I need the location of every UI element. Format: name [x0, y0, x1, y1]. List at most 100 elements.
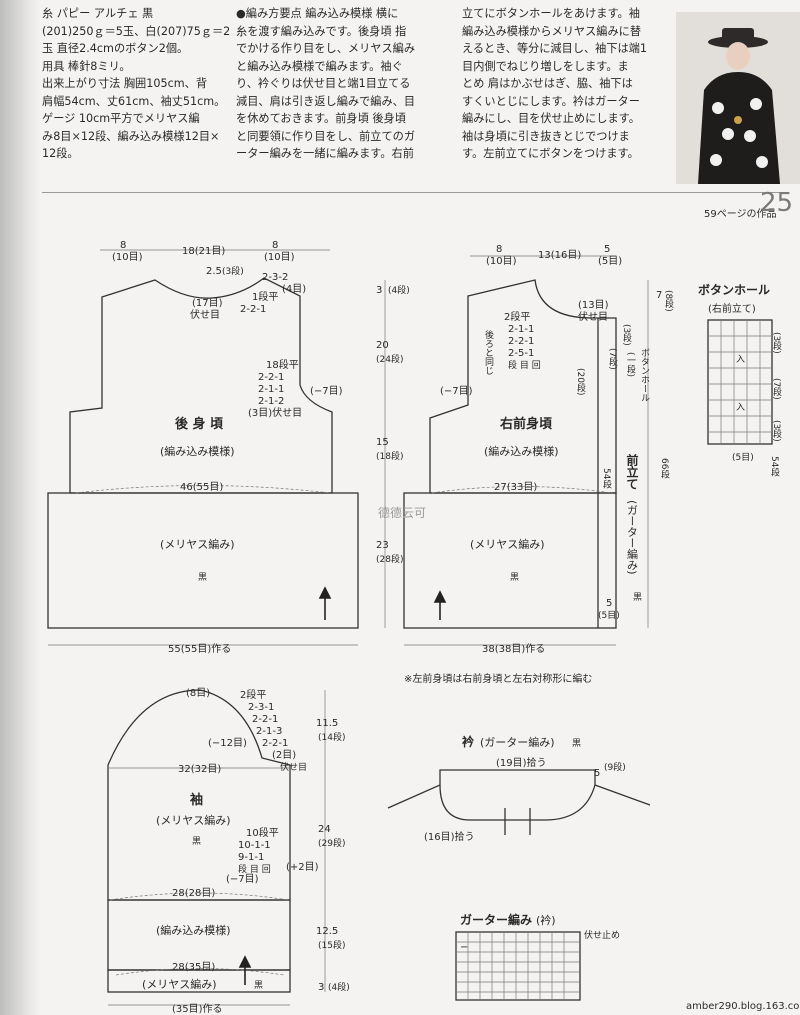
- materials-line: み8目×12段、編み込み模様12目×: [42, 129, 220, 143]
- front-top-right-st: (5目): [598, 256, 622, 267]
- front-bottom: 38(38目)作る: [482, 643, 545, 655]
- sleeve-dec: (−7目): [226, 874, 259, 885]
- back-top-left-st: (10目): [112, 252, 143, 263]
- sleeve-cap-a: 2段平: [240, 688, 266, 701]
- instructions-line: すくいとじにします。衿はガーター: [462, 94, 640, 108]
- front-neck-legend: 段 目 回: [508, 359, 541, 371]
- model-photo: [676, 12, 800, 184]
- front-title: 右前身頃: [499, 416, 553, 432]
- back-lower-stitch: (メリヤス編み): [160, 537, 235, 551]
- sleeve-h-cap-rows: (14段): [318, 731, 345, 743]
- front-bh-rows-mid: (20段): [575, 368, 586, 395]
- materials-line: 糸 パピー アルチェ 黒: [42, 7, 154, 20]
- back-bottom: 55(55目)作る: [168, 643, 231, 655]
- page-gutter: [0, 0, 40, 1015]
- sleeve-h-mid: 24: [318, 824, 331, 835]
- collar-left: (16目)拾う: [424, 830, 475, 843]
- front-neck-bind: (13目): [578, 300, 609, 311]
- front-band-width: 5: [606, 598, 612, 609]
- page-reference: 59ページの作品: [704, 209, 777, 220]
- sleeve-h-mid-rows: (29段): [318, 837, 345, 849]
- instructions-line: とめ 肩はかぶせはぎ、脇、袖下は: [462, 77, 633, 90]
- sleeve-color: 黒: [192, 836, 201, 847]
- garter-bind: 伏せ止め: [584, 929, 620, 941]
- instructions-line: ーター編みを一緒に編みます。右前: [236, 147, 414, 160]
- front-band-title: 前立て: [625, 453, 639, 490]
- sleeve-rib-color: 黒: [254, 980, 263, 991]
- front-top-right: 5: [604, 244, 610, 255]
- watermark: 德德云可: [378, 505, 426, 520]
- back-h-lower-rows: (28段): [376, 553, 403, 565]
- back-width-upper: 46(55目): [180, 482, 223, 493]
- instructions-line: を休めておきます。前身頃 後身頃: [236, 112, 406, 125]
- garter-symbol: −: [460, 942, 468, 953]
- garter-title: ガーター編み: [460, 912, 532, 927]
- front-neck-bind-label: 伏せ目: [578, 310, 608, 323]
- materials-line: 玉 直径2.4cmのボタン2個。: [42, 42, 189, 55]
- front-top-left: 8: [496, 244, 502, 255]
- materials-line: 12段。: [42, 147, 79, 160]
- back-arm-c: 2-1-1: [258, 384, 284, 395]
- buttonhole-subtitle: (右前立て): [708, 302, 756, 315]
- collar-stitch: (ガーター編み): [480, 735, 555, 749]
- page-number: 25: [760, 188, 794, 218]
- instructions-line: 立てにボタンホールをあけます。袖: [462, 7, 640, 20]
- sleeve-inc-c: 9-1-1: [238, 852, 264, 863]
- materials-line: (201)250ｇ＝5玉、白(207)75ｇ＝2: [42, 24, 231, 38]
- sleeve-ribbing: (メリヤス編み): [142, 977, 217, 991]
- sleeve-stitch: (メリヤス編み): [156, 813, 231, 827]
- sleeve-cap-f: (2目): [272, 750, 296, 761]
- front-bh-label: ボタンホール: [639, 348, 650, 402]
- instructions-line: えるとき、等分に減目し、袖下は端1: [462, 42, 647, 55]
- back-neck-bind-label: 伏せ目: [190, 308, 220, 321]
- back-pattern: (編み込み模様): [160, 444, 235, 458]
- front-neck-c: 2-2-1: [508, 336, 534, 347]
- sleeve-h-low: 12.5: [316, 926, 338, 937]
- front-width-upper: 27(33目): [494, 482, 537, 493]
- buttonhole-rows-c: (3段): [771, 420, 782, 442]
- materials-line: ゲージ 10cm平方でメリヤス編: [42, 112, 200, 125]
- sleeve-h-rib-rows: (4段): [328, 981, 350, 993]
- buttonhole-symbol-2: 入: [736, 402, 745, 413]
- front-back-same: 後ろと同じ: [483, 329, 494, 375]
- instructions-line: でかける作り目をし、メリヤス編み: [236, 42, 416, 55]
- instructions-line: と同要領に作り目をし、前立てのガ: [236, 129, 416, 143]
- back-neck-width: 18(21目): [182, 246, 225, 257]
- buttonhole-rows-d: 54段: [769, 456, 780, 477]
- garter-subtitle: (衿): [536, 913, 556, 927]
- instructions-line: 編み込み模様からメリヤス編みに替: [462, 24, 642, 38]
- front-band-stitch: (ガーター編み): [626, 500, 639, 575]
- sleeve-cap-b: 2-3-1: [248, 702, 274, 713]
- front-h-total: 66段: [659, 458, 670, 479]
- collar-side-rows: (9段): [604, 761, 626, 773]
- buttonhole-rows-a: (3段): [771, 332, 782, 354]
- back-h-lower: 23: [376, 540, 389, 551]
- back-arm-dec: (−7目): [310, 386, 343, 397]
- footer-url: amber290.blog.163.com: [686, 1001, 800, 1012]
- front-bh-count: (一段): [625, 352, 636, 377]
- front-arm-dec: (−7目): [440, 386, 473, 397]
- materials-line: 出来上がり寸法 胸囲105cm、背: [42, 77, 208, 90]
- back-h-upper-rows: (24段): [376, 353, 403, 365]
- instructions-column-2: 立てにボタンホールをあけます。袖編み込み模様からメリヤス編みに替えるとき、等分に…: [462, 5, 672, 163]
- materials-line: 肩幅54cm、丈61cm、袖丈51cm。: [42, 94, 226, 108]
- buttonhole-title: ボタンホール: [698, 282, 770, 297]
- back-top-right-st: (10目): [264, 252, 295, 263]
- back-neck-a: 2.5: [206, 266, 222, 277]
- back-title: 後 身 頃: [175, 416, 224, 432]
- sleeve-cap-e: 2-2-1: [262, 738, 288, 749]
- front-color: 黒: [510, 572, 519, 583]
- back-arm-e: (3目)伏せ目: [248, 406, 302, 419]
- back-neck-a-rows: (3段): [222, 265, 244, 277]
- buttonhole-width: (5目): [732, 452, 754, 463]
- sleeve-inc-total: (+2目): [286, 862, 319, 873]
- sleeve-h-low-rows: (15段): [318, 939, 345, 951]
- front-neck-b: 2-1-1: [508, 324, 534, 335]
- sleeve-pattern: (編み込み模様): [156, 923, 231, 937]
- back-arm-a: 18段平: [266, 358, 299, 371]
- front-bh-gap: (7段): [607, 348, 618, 370]
- instructions-line: 減目、肩は引き返し編みで編み、目: [236, 94, 416, 108]
- instructions-column-1: ●編み方要点 編み込み模様 横に糸を渡す編み込みです。後身頃 指でかける作り目を…: [236, 5, 456, 163]
- front-band-width-st: (5目): [598, 610, 620, 621]
- sleeve-width-upper: 32(32目): [178, 764, 221, 775]
